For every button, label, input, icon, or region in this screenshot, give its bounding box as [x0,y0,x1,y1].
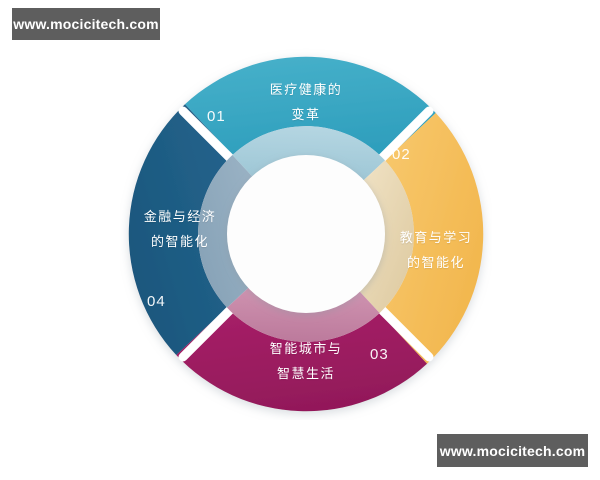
watermark-bottom-right: www.mocicitech.com [437,434,588,467]
segment-arc-03[interactable] [174,306,428,416]
donut-hub [227,155,385,313]
watermark-top-left: www.mocicitech.com [12,8,160,40]
segment-arc-01[interactable] [183,52,437,162]
outer-ring-group [124,52,488,416]
segment-arc-04[interactable] [124,102,234,356]
donut-chart-svg [124,52,488,416]
segment-arc-02[interactable] [378,111,488,365]
